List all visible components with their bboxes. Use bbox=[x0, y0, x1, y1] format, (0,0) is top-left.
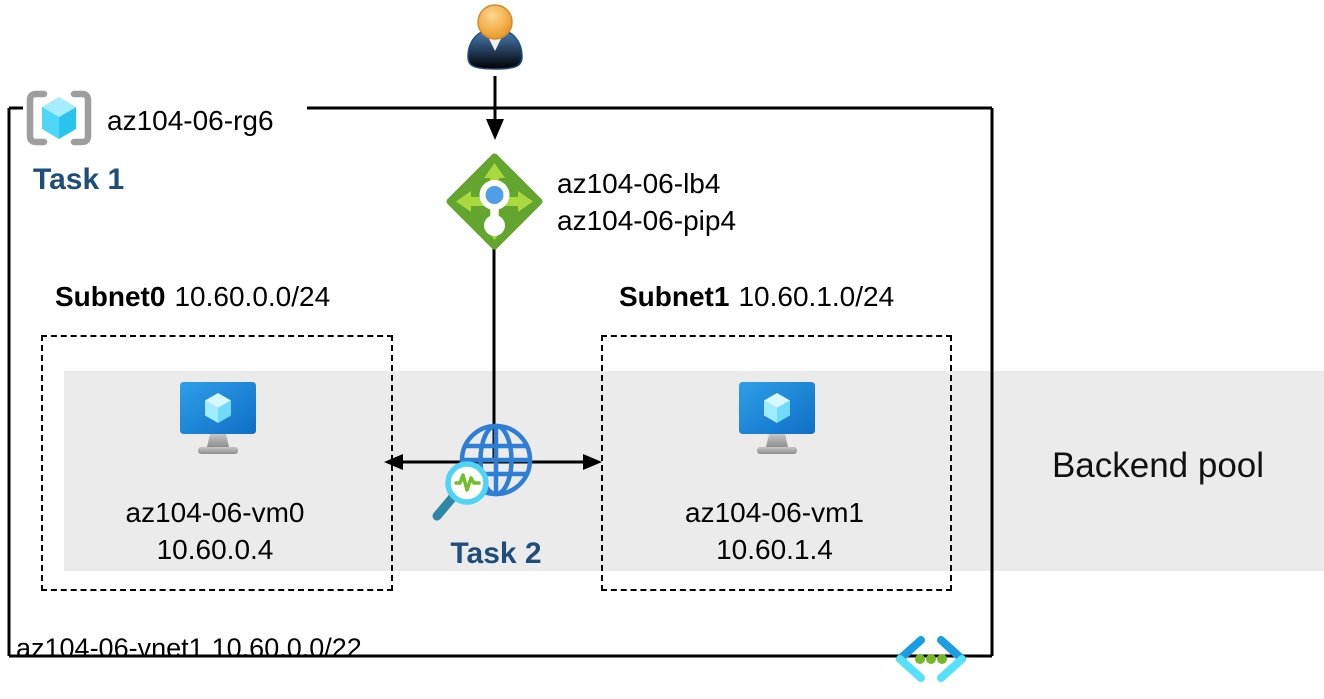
subnet1-name: Subnet1 bbox=[619, 281, 730, 312]
subnet0-name: Subnet0 bbox=[55, 281, 166, 312]
virtual-network-icon bbox=[896, 636, 966, 682]
subnet0-label: Subnet0 10.60.0.0/24 bbox=[55, 281, 330, 313]
load-balancer-name: az104-06-lb4 bbox=[557, 168, 721, 199]
vm0-ip: 10.60.0.4 bbox=[156, 534, 274, 565]
resource-group-icon bbox=[26, 90, 92, 146]
subnet0-cidr: 10.60.0.0/24 bbox=[174, 281, 331, 312]
task1-label: Task 1 bbox=[33, 163, 125, 196]
azure-cube bbox=[42, 97, 76, 139]
vm1-name: az104-06-vm1 bbox=[685, 497, 864, 528]
vm1-ip: 10.60.1.4 bbox=[716, 534, 833, 565]
globe bbox=[459, 423, 533, 497]
subnet1-label: Subnet1 10.60.1.0/24 bbox=[619, 281, 894, 313]
arrow-user-to-lb bbox=[486, 76, 504, 140]
vnet-cidr: 10.60.0.0/22 bbox=[211, 633, 362, 663]
subnet1-boundary bbox=[601, 335, 952, 591]
resource-group-name: az104-06-rg6 bbox=[107, 105, 274, 136]
backend-pool-band bbox=[64, 371, 1324, 571]
vm-icon bbox=[180, 382, 256, 454]
globe-health-probe-icon bbox=[432, 423, 533, 521]
vnet-name: az104-06-vnet1 bbox=[16, 633, 204, 663]
health-probe-magnifier bbox=[432, 461, 489, 521]
load-balancer-icon bbox=[446, 153, 543, 250]
vm-icon bbox=[739, 382, 815, 454]
task2-label: Task 2 bbox=[450, 537, 542, 570]
public-ip-name: az104-06-pip4 bbox=[557, 205, 737, 236]
user-icon bbox=[467, 4, 523, 70]
subnet1-cidr: 10.60.1.0/24 bbox=[738, 281, 895, 312]
vm0-name: az104-06-vm0 bbox=[125, 497, 305, 528]
backend-pool-label: Backend pool bbox=[1051, 446, 1265, 485]
